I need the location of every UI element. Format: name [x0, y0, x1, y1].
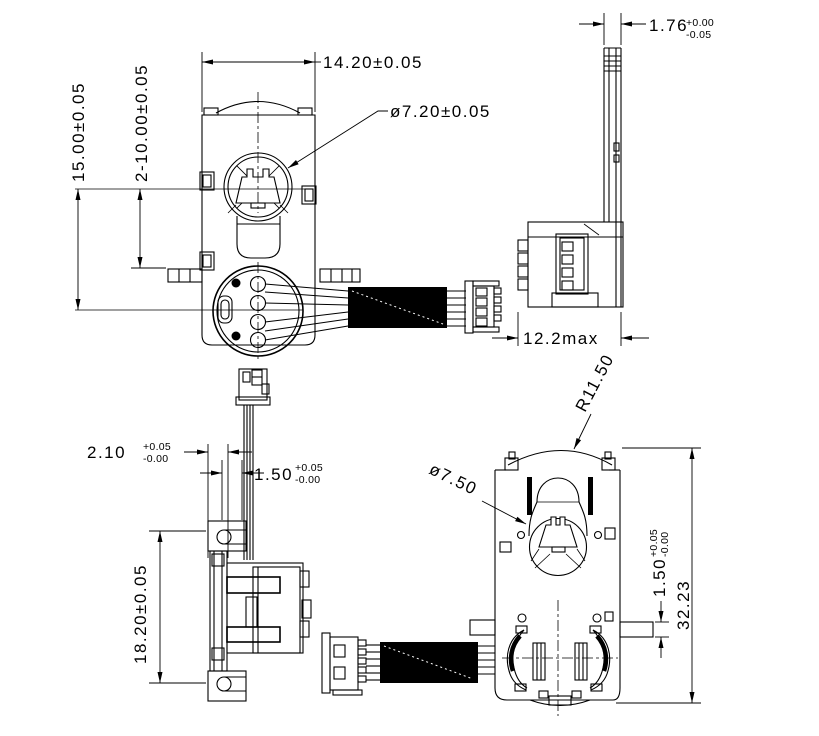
dim-slot-width: 2.10 +0.05 -0.00: [87, 441, 252, 558]
dim-blade-thickness: 1.76 +0.00 -0.05: [579, 13, 714, 45]
front-body-outline: [201, 114, 316, 346]
dim-tol-plus-blade-width: +0.05: [295, 462, 323, 474]
blade-clip: [235, 368, 271, 406]
mount-blade: [603, 47, 622, 307]
dim-body-width: 14.20±0.05: [201, 52, 423, 112]
rear-keyway: [538, 516, 578, 548]
right-side-view: [517, 47, 624, 308]
side-connector-pocket: [555, 233, 589, 295]
dim-text-center-height: 15.00±0.05: [69, 82, 88, 182]
dim-text-side-height: 18.20±0.05: [131, 564, 150, 664]
kidney-slot-left: [506, 625, 546, 692]
mount-comb-left: [167, 268, 203, 283]
side-body: [517, 221, 624, 308]
arc-end-tab-left: [203, 107, 219, 116]
dim-tol-plus-blade: +0.00: [686, 17, 714, 29]
mount-comb-right: [319, 268, 361, 283]
rear-tab-right: [619, 621, 654, 638]
rear-body-outline: [494, 450, 621, 701]
rear-view: [469, 450, 654, 716]
kidney-slot-right: [574, 625, 611, 692]
rear-wire-entry: [478, 645, 495, 675]
connector-side-view: [321, 632, 478, 696]
dim-top-radius: R11.50: [572, 351, 618, 450]
dim-text-body-depth: 12.2max: [523, 329, 599, 348]
dim-text-mount-tab-offset: 2-10.00±0.05: [132, 64, 151, 182]
dim-tol-plus-tab: +0.05: [648, 529, 660, 557]
lamp-base: [236, 216, 281, 259]
dim-tol-minus-slot: -0.00: [143, 453, 168, 465]
vent-slot-left: [527, 477, 532, 515]
vent-slot-right: [588, 477, 593, 515]
dim-shaft-hole: ø7.20±0.05: [287, 102, 491, 169]
blade-edge: [243, 405, 254, 560]
front-view: [167, 92, 502, 362]
dim-text-top-radius: R11.50: [572, 351, 618, 415]
dim-text-shaft-hole: ø7.20±0.05: [390, 102, 491, 121]
dim-tol-plus-slot: +0.05: [143, 441, 171, 453]
dim-boss-dia: ø7.50: [426, 460, 527, 525]
dim-tol-minus-tab: -0.00: [659, 532, 671, 557]
wire-harness: [264, 283, 466, 341]
dim-tol-minus-blade-width: -0.00: [295, 474, 320, 486]
connector-4pin: [464, 280, 502, 334]
dim-text-boss-dia: ø7.50: [426, 460, 480, 499]
rear-boss: [528, 477, 588, 577]
dim-overall-height: 32.23: [616, 447, 701, 704]
dim-text-body-width: 14.20±0.05: [323, 53, 423, 72]
rear-top-dome: [507, 450, 613, 466]
dim-text-tab-thickness: 1.50: [650, 558, 669, 597]
dim-center-height: 15.00±0.05: [69, 82, 313, 311]
dim-text-blade-width: 1.50: [254, 465, 293, 484]
arc-end-tab-right: [297, 107, 313, 116]
dim-text-blade-thickness: 1.76: [649, 16, 688, 35]
dim-mount-tab-offset: 2-10.00±0.05: [131, 64, 166, 269]
dim-tol-minus-blade: -0.05: [686, 29, 711, 41]
hook-tab-top: [207, 520, 247, 552]
dim-text-slot-width: 2.10: [87, 443, 126, 462]
dim-side-height: 18.20±0.05: [131, 530, 206, 684]
dim-tab-thickness: 1.50 +0.05 -0.00: [648, 529, 671, 658]
wire-sleeve-2: [380, 642, 478, 683]
side-body-left: [207, 520, 312, 702]
rear-tab-left: [469, 619, 496, 636]
wire-sleeve: [348, 287, 447, 328]
dim-body-depth: 12.2max: [492, 312, 649, 348]
dim-text-overall-height: 32.23: [674, 580, 693, 630]
rear-bottom-tab: [529, 690, 591, 707]
left-side-view: [207, 368, 478, 702]
terminal-housing: [212, 262, 304, 362]
dim-blade-width: 1.50 +0.05 -0.00: [200, 460, 323, 520]
hook-tab-bottom: [207, 670, 247, 702]
